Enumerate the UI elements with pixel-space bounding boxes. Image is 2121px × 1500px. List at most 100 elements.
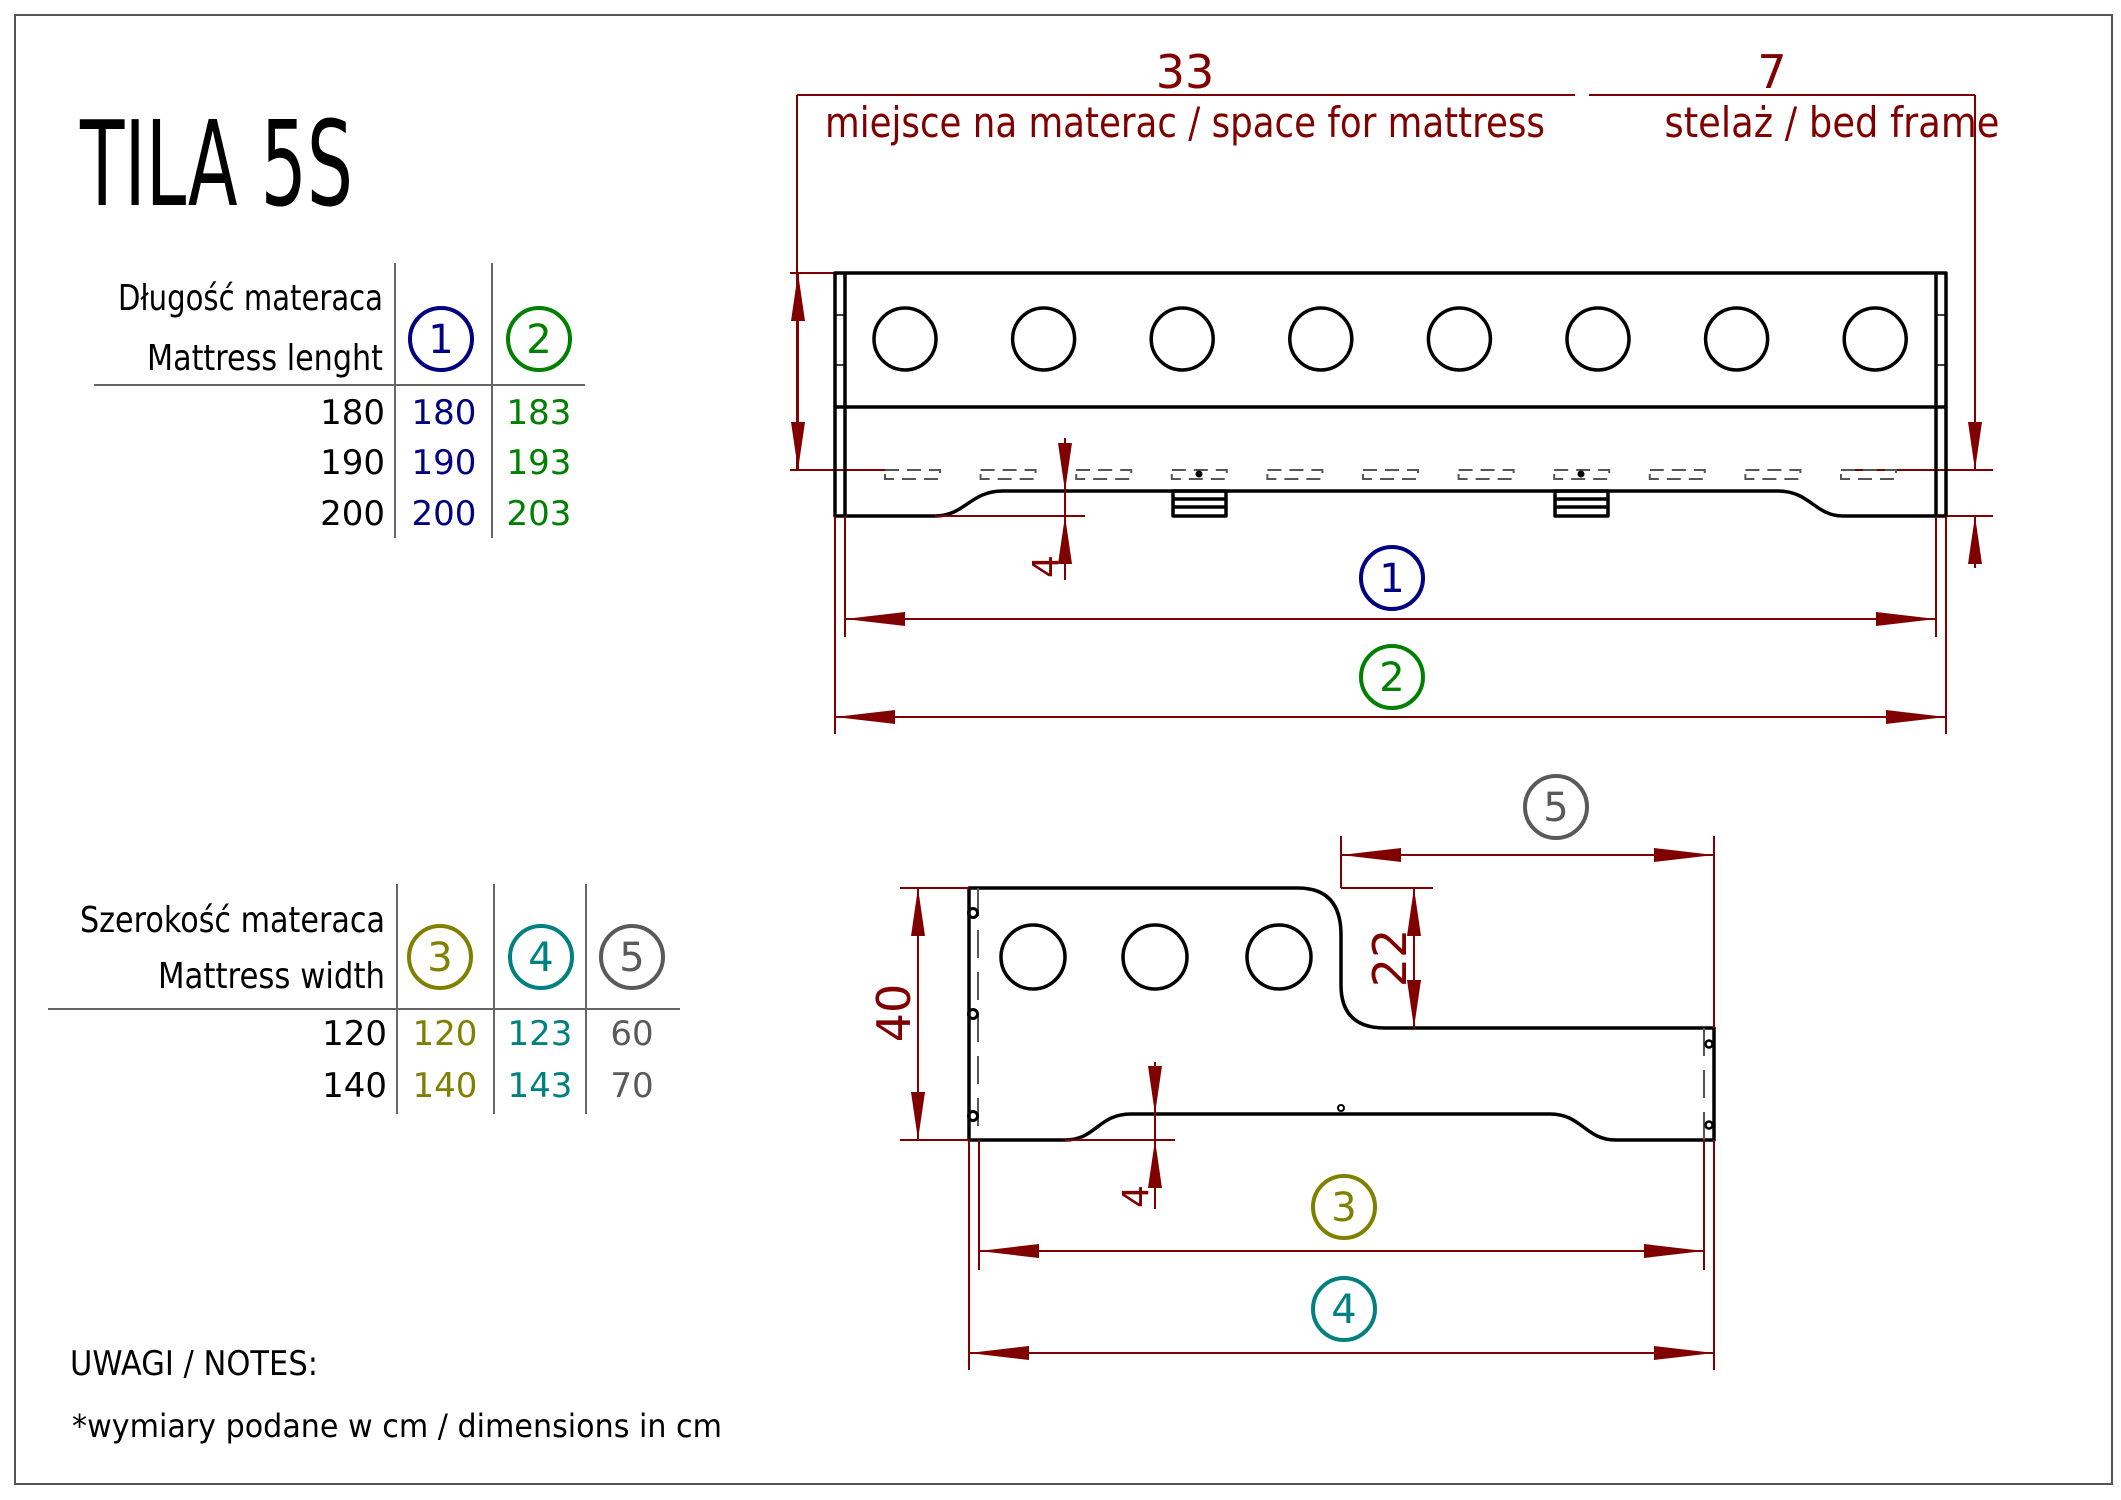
hole [1703,306,1770,372]
table-row: 190 190 193 [320,443,571,483]
length-2-value: 203 [507,494,572,534]
hole [1288,306,1354,372]
length-header-pl: Długość materaca [118,278,383,319]
bed-frame-value: 7 [1757,45,1786,99]
hole [999,923,1067,991]
side-holes [872,306,1908,372]
footboard-profile [967,886,1716,1142]
column-marker-4: 4 [508,924,574,990]
notes-section: UWAGI / NOTES: *wymiary podane w cm / di… [70,1344,722,1445]
marker-circle [407,924,473,990]
marker-circle [1311,1276,1377,1342]
slat-slot [1648,469,1706,480]
dimension-marker-5: 5 [1523,774,1589,840]
mattress-space-label: miejsce na materac / space for mattress [825,98,1545,147]
recess-value: 4 [1026,555,1067,578]
hole [1245,923,1313,991]
slat-slot [1266,469,1324,480]
marker-label: 3 [427,935,452,981]
length-1-value: 190 [412,443,477,483]
hole [1121,923,1189,991]
table-row: 140 140 143 70 [322,1066,654,1106]
screw-dot [967,1110,979,1122]
length-1-value: 180 [412,393,477,433]
column-marker-2: 2 [506,306,572,372]
mattress-width: 140 [322,1066,387,1106]
bracket-body [1553,489,1610,518]
hole [1842,306,1908,372]
screw-dot [1704,1039,1714,1049]
width-4-value: 123 [508,1014,573,1054]
hole [1565,306,1631,372]
hole [1010,306,1077,372]
slat-slot [1744,469,1802,480]
end-view-drawing: 5 40 22 4 3 4 [867,774,1716,1370]
slat-bracket [1171,470,1228,518]
slat-slot [884,469,941,480]
marker-label: 4 [528,935,553,981]
height-value: 40 [867,984,921,1043]
recess-value: 4 [1116,1185,1157,1208]
width-3-value: 120 [413,1014,478,1054]
sheet-frame [14,14,2113,1485]
hole [1149,306,1215,372]
marker-circle [599,924,665,990]
length-2-value: 183 [507,393,572,433]
marker-label: 1 [428,317,453,363]
slat-slot [1362,469,1419,480]
notes-line: *wymiary podane w cm / dimensions in cm [72,1407,722,1445]
marker-circle [1359,644,1425,710]
marker-label: 1 [1379,556,1404,602]
dimension-marker-3: 3 [1311,1174,1377,1240]
screw-dot [1337,1104,1345,1112]
marker-circle [1359,545,1425,611]
slat-slot [1075,469,1133,480]
width-3-value: 140 [413,1066,478,1106]
slat-slots [884,469,1897,480]
drawing-title: TILA 5S [79,95,353,233]
side-rail-profile [833,407,1948,518]
slat-slot [979,469,1037,480]
width-4-value: 143 [508,1066,573,1106]
marker-circle [508,924,574,990]
width-5-value: 60 [610,1014,653,1054]
mattress-space-value: 33 [1156,45,1215,99]
bed-frame-label: stelaż / bed frame [1665,98,2000,147]
marker-label: 2 [526,317,551,363]
mattress-length: 180 [320,393,385,433]
marker-label: 3 [1331,1185,1356,1231]
dimension-marker-1: 1 [1359,545,1425,611]
table-row: 180 180 183 [320,393,571,433]
slat-slot [1457,469,1515,480]
table-row: 120 120 123 [322,1014,572,1054]
length-header-en: Mattress lenght [147,338,383,379]
marker-label: 5 [1543,785,1568,831]
headboard-panel [833,271,1948,409]
mattress-width: 120 [322,1014,387,1054]
mattress-length: 200 [320,494,385,534]
table-row: 200 200 203 [320,494,571,534]
screw-dot [1577,470,1585,478]
hole [872,306,938,372]
marker-circle [1311,1174,1377,1240]
length-table: Długość materaca Mattress lenght 1 2 180… [94,263,585,538]
slat-slot [1840,469,1897,480]
table-row: 60 [610,1014,653,1054]
marker-label: 2 [1379,655,1404,701]
screw-dot [1195,470,1203,478]
screw-dot [967,907,979,919]
length-2-value: 193 [507,443,572,483]
marker-label: 4 [1331,1287,1356,1333]
side-view-drawing: 33 7 miejsce na materac / space for matt… [790,45,2000,734]
width-5-value: 70 [610,1066,653,1106]
slat-slot [1553,469,1611,480]
column-marker-5: 5 [599,924,665,990]
width-table: Szerokość materaca Mattress width 3 4 5 … [48,884,680,1114]
width-header-pl: Szerokość materaca [80,900,385,941]
marker-circle [408,306,474,372]
bracket-body [1171,489,1228,518]
screw-dot [1704,1120,1714,1130]
marker-circle [1523,774,1589,840]
column-marker-3: 3 [407,924,473,990]
